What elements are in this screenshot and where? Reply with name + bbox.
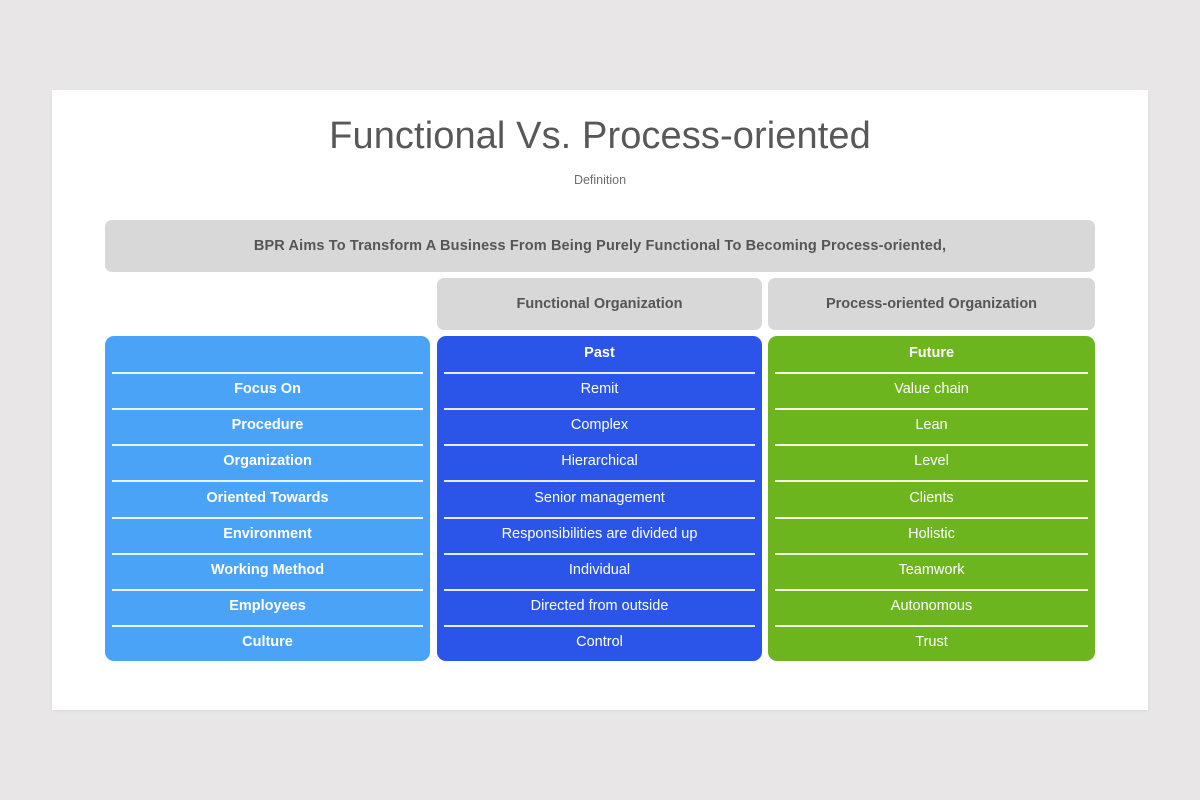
statement-banner-text: BPR Aims To Transform A Business From Be… [253,238,947,254]
cell-process-0: Future [908,345,955,362]
cell-process-4: Clients [768,480,1095,516]
column-attributes: Focus On Procedure Organization Oriented… [105,336,430,661]
cell-attributes-5: Environment [105,516,430,553]
cell-functional-1: Remit [437,372,762,408]
cell-attributes-4: Oriented Towards [105,480,430,516]
cell-functional-3: Hierarchical [437,444,762,480]
column-process-oriented: Future Value chain Lean Level Clients Ho… [768,336,1095,661]
cell-attributes-0 [105,336,430,372]
column-functional: Past Remit Complex Hierarchical Senior m… [437,336,762,661]
cell-functional-6: Individual [437,552,762,589]
cell-attributes-6: Working Method [105,552,430,589]
header-process-oriented-organization-label: Process-oriented Organization [825,296,1038,312]
cell-functional-5: Responsibilities are divided up [437,516,762,553]
comparison-table: Focus On Procedure Organization Oriented… [105,336,1095,661]
cell-attributes-3: Organization [105,444,430,480]
statement-banner: BPR Aims To Transform A Business From Be… [105,220,1095,272]
cell-process-5: Holistic [768,516,1095,553]
cell-process-7: Autonomous [768,588,1095,625]
cell-functional-8: Control [437,624,762,661]
cell-attributes-2: Procedure [105,408,430,444]
slide-canvas: Functional Vs. Process-oriented Definiti… [52,90,1148,710]
cell-process-1: Value chain [768,372,1095,408]
cell-attributes-7: Employees [105,588,430,625]
page-subtitle: Definition [573,173,627,187]
cell-process-6: Teamwork [768,552,1095,589]
column-header-row: Functional Organization Process-oriented… [105,278,1095,330]
cell-functional-0: Past [584,345,615,362]
cell-functional-7: Directed from outside [437,588,762,625]
header-process-oriented-organization: Process-oriented Organization [768,278,1095,330]
cell-attributes-1: Focus On [105,372,430,408]
header-functional-organization-label: Functional Organization [516,296,683,312]
cell-process-3: Level [768,444,1095,480]
header-functional-organization: Functional Organization [437,278,762,330]
page-title: Functional Vs. Process-oriented [329,115,871,157]
cell-functional-4: Senior management [437,480,762,516]
cell-process-8: Trust [768,624,1095,661]
cell-process-2: Lean [768,408,1095,444]
cell-attributes-8: Culture [105,624,430,661]
cell-functional-2: Complex [437,408,762,444]
